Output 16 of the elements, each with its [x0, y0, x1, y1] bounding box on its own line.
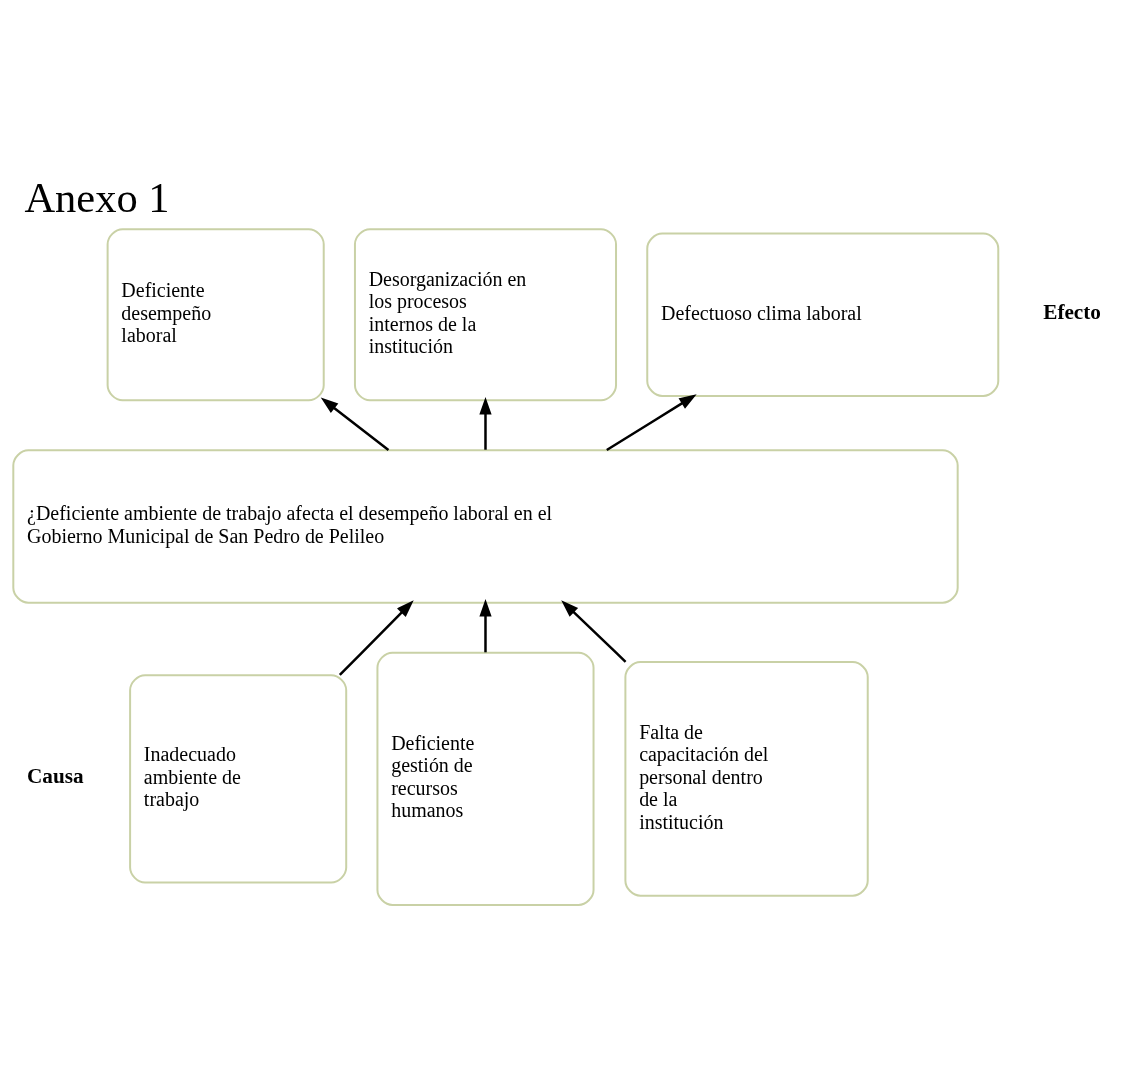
node-box: Deficiente gestión de recursos humanos — [376, 651, 595, 906]
node-box: ¿Deficiente ambiente de trabajo afecta el desempeño laboral en el Gobierno Municipal de San Pedro de Pelileo — [12, 448, 959, 604]
arrow — [320, 397, 390, 451]
node-box: Deficiente desempeño laboral — [106, 227, 325, 401]
arrow — [338, 599, 414, 676]
label: Causa — [27, 763, 84, 788]
node-box: Defectuoso clima laboral — [646, 232, 1000, 397]
arrow — [479, 598, 492, 652]
node-box: Desorganización en los procesos internos de la institución — [353, 227, 618, 401]
arrow — [479, 396, 492, 450]
arrow — [561, 599, 627, 663]
node-box: Inadecuado ambiente de trabajo — [129, 673, 348, 883]
arrow — [606, 393, 697, 451]
diagram-title: Anexo 1 — [24, 173, 170, 221]
label: Efecto — [1043, 299, 1101, 324]
node-box: Falta de capacitación del personal dentro de la institución — [624, 660, 869, 897]
